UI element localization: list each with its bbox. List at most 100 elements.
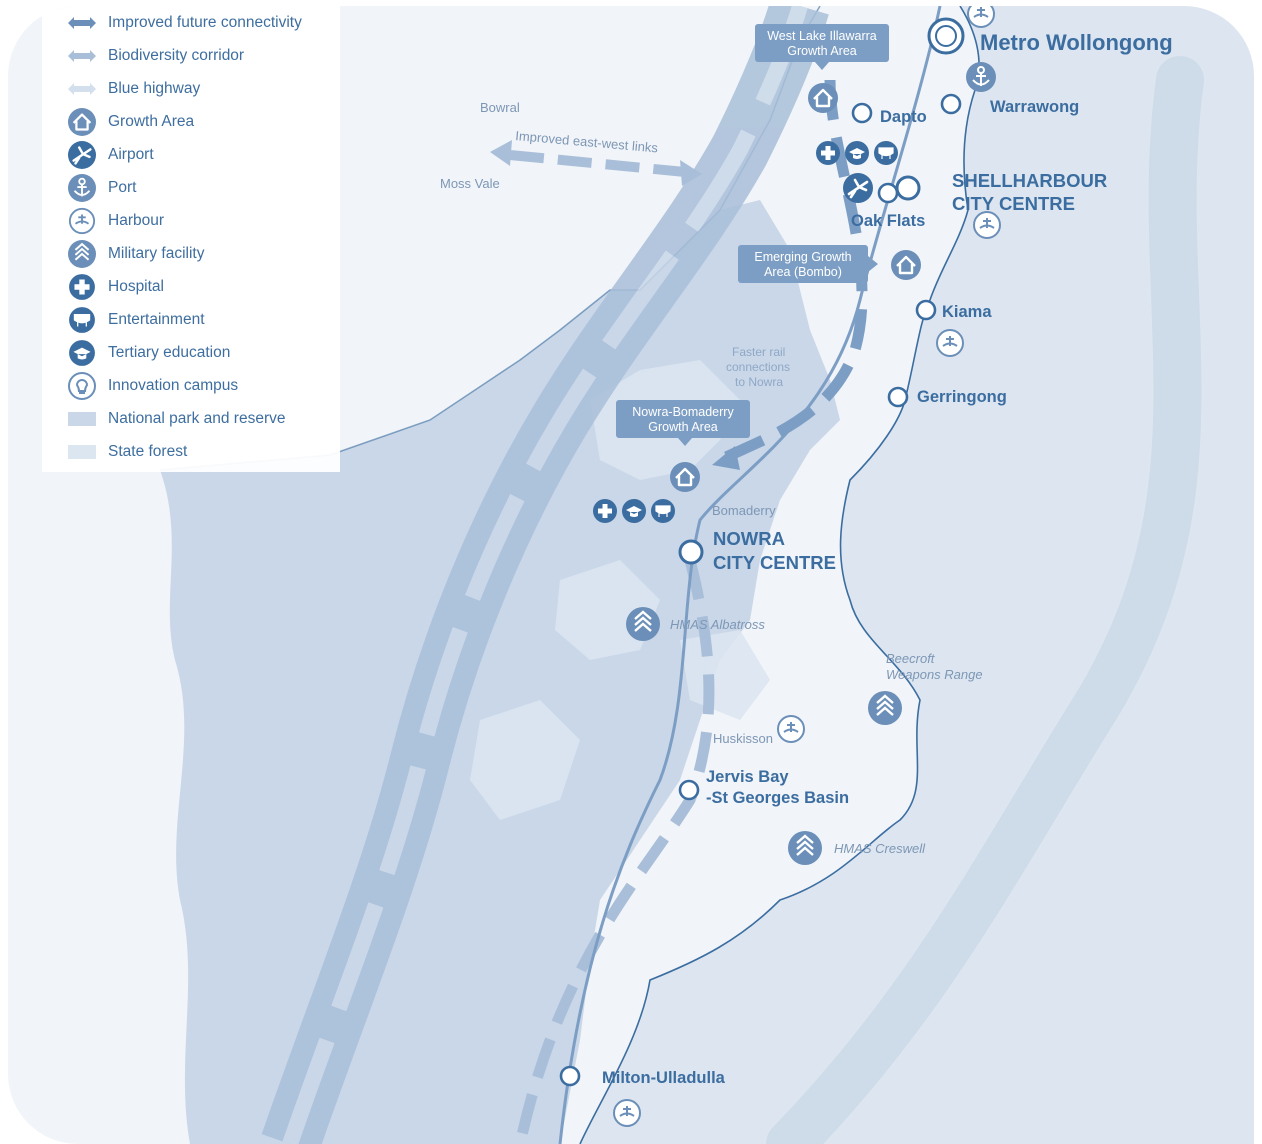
centre-oak-flats[interactable] [877,182,899,204]
anchor-icon [68,174,96,202]
label-warrawong: Warrawong [990,98,1079,116]
harbour-icon [68,207,96,235]
label-faster-rail-2: connections [726,360,790,374]
education-nowra-icon[interactable] [622,499,646,523]
lightbulb-icon [68,372,96,400]
callout-nowra-bomaderry-line2: Growth Area [648,420,718,434]
legend-item-port: Port [66,173,336,203]
label-jervis-line1: Jervis Bay [706,768,789,786]
label-faster-rail-1: Faster rail [732,345,785,359]
legend-item-tertiary-education: Tertiary education [66,338,336,368]
hospital-nowra-icon[interactable] [593,499,617,523]
port-icon[interactable] [965,61,997,93]
legend-item-state-forest: State forest [66,437,336,467]
legend-item-blue-highway: Blue highway [66,74,336,104]
callout-west-lake[interactable]: West Lake Illawarra Growth Area [755,24,889,70]
legend-item-biodiversity-corridor: Biodiversity corridor [66,41,336,71]
swatch-national-park [68,412,96,426]
callout-bombo-line2: Area (Bombo) [764,265,842,279]
harbour-kiama-icon[interactable] [936,329,964,357]
east-west-links-arrow [490,140,702,186]
growth-area-west-lake-icon[interactable] [806,81,840,115]
legend-label: Port [108,179,137,196]
label-huskisson: Huskisson [713,731,773,746]
label-improved-links: Improved east-west links [515,128,659,155]
callout-nowra-bomaderry-line1: Nowra-Bomaderry [632,405,734,419]
legend-label: Innovation campus [108,377,239,394]
label-faster-rail-3: to Nowra [735,375,783,389]
map-frame: Bowral Moss Vale Improved east-west link… [8,6,1254,1144]
legend-item-national-park: National park and reserve [66,404,336,434]
growth-area-nowra-icon[interactable] [668,460,702,494]
callout-bombo[interactable]: Emerging Growth Area (Bombo) [738,245,878,283]
legend-label: Growth Area [108,113,195,130]
mortarboard-icon [69,340,95,366]
label-shellharbour-line2: CITY CENTRE [952,193,1075,214]
education-shellharbour-icon[interactable] [845,141,869,165]
double-arrow-icon [68,17,96,29]
centre-jervis-bay[interactable] [678,779,700,801]
legend-label: State forest [108,443,188,460]
centre-shellharbour[interactable] [895,175,921,201]
centre-kiama[interactable] [915,299,937,321]
legend-label: Tertiary education [108,344,231,361]
label-bowral: Bowral [480,100,520,115]
harbour-wollongong-icon[interactable] [967,6,995,28]
centre-dapto[interactable] [851,102,873,124]
centre-warrawong[interactable] [940,93,962,115]
centre-wollongong[interactable] [927,17,965,55]
legend-label: Military facility [108,245,205,262]
label-hmas-creswell: HMAS Creswell [834,841,926,856]
ocean [580,6,1254,1144]
legend-label: Blue highway [108,80,201,97]
hospital-shellharbour-icon[interactable] [816,141,840,165]
legend-label: Airport [108,146,154,163]
label-shellharbour-line1: SHELLHARBOUR [952,170,1107,191]
label-beecroft-line1: Beecroft [886,651,936,666]
highway [558,6,942,1144]
entertainment-nowra-icon[interactable] [650,498,676,524]
coastline-east [579,6,980,1144]
entertainment-shellharbour-icon[interactable] [873,140,899,166]
label-nowra-line2: CITY CENTRE [713,552,836,573]
legend-item-military: Military facility [66,239,336,269]
label-gerringong: Gerringong [917,388,1007,406]
label-hmas-albatross: HMAS Albatross [670,617,765,632]
double-arrow-icon [68,50,96,62]
legend-label: Hospital [108,278,164,295]
military-albatross-icon[interactable] [624,605,662,643]
legend-label: Entertainment [108,311,205,328]
label-kiama: Kiama [942,303,992,321]
legend-label: National park and reserve [108,410,286,427]
centre-nowra[interactable] [678,539,704,565]
harbour-ulladulla-icon[interactable] [613,1099,641,1127]
harbour-shellharbour-icon[interactable] [973,211,1001,239]
legend-item-airport: Airport [66,140,336,170]
regional-map[interactable]: Bowral Moss Vale Improved east-west link… [8,6,1254,1144]
airport-icon[interactable] [841,171,875,205]
callout-west-lake-line1: West Lake Illawarra [767,29,877,43]
legend-label: Biodiversity corridor [108,47,245,64]
label-nowra-line1: NOWRA [713,528,785,549]
growth-area-bombo-icon[interactable] [889,248,923,282]
military-beecroft-icon[interactable] [866,689,904,727]
legend-item-entertainment: Entertainment [66,305,336,335]
theatre-icon [68,306,96,334]
legend-item-growth-area: Growth Area [66,107,336,137]
centre-gerringong[interactable] [887,386,909,408]
callout-west-lake-line2: Growth Area [787,44,857,58]
south-rail-link [514,558,715,1144]
label-metro-wollongong: Metro Wollongong [980,30,1173,55]
military-creswell-icon[interactable] [786,829,824,867]
house-icon [68,108,96,136]
label-dapto: Dapto [880,108,927,126]
callout-bombo-line1: Emerging Growth [754,250,851,264]
legend: Improved future connectivity Biodiversit… [42,6,340,472]
state-forest-patches [470,360,770,820]
airplane-icon [68,141,96,169]
centre-milton-ulladulla[interactable] [559,1065,581,1087]
legend-item-improved-connectivity: Improved future connectivity [66,8,336,38]
callout-nowra-bomaderry[interactable]: Nowra-Bomaderry Growth Area [616,400,750,446]
harbour-huskisson-icon[interactable] [777,715,805,743]
label-jervis-line2: -St Georges Basin [706,789,849,807]
